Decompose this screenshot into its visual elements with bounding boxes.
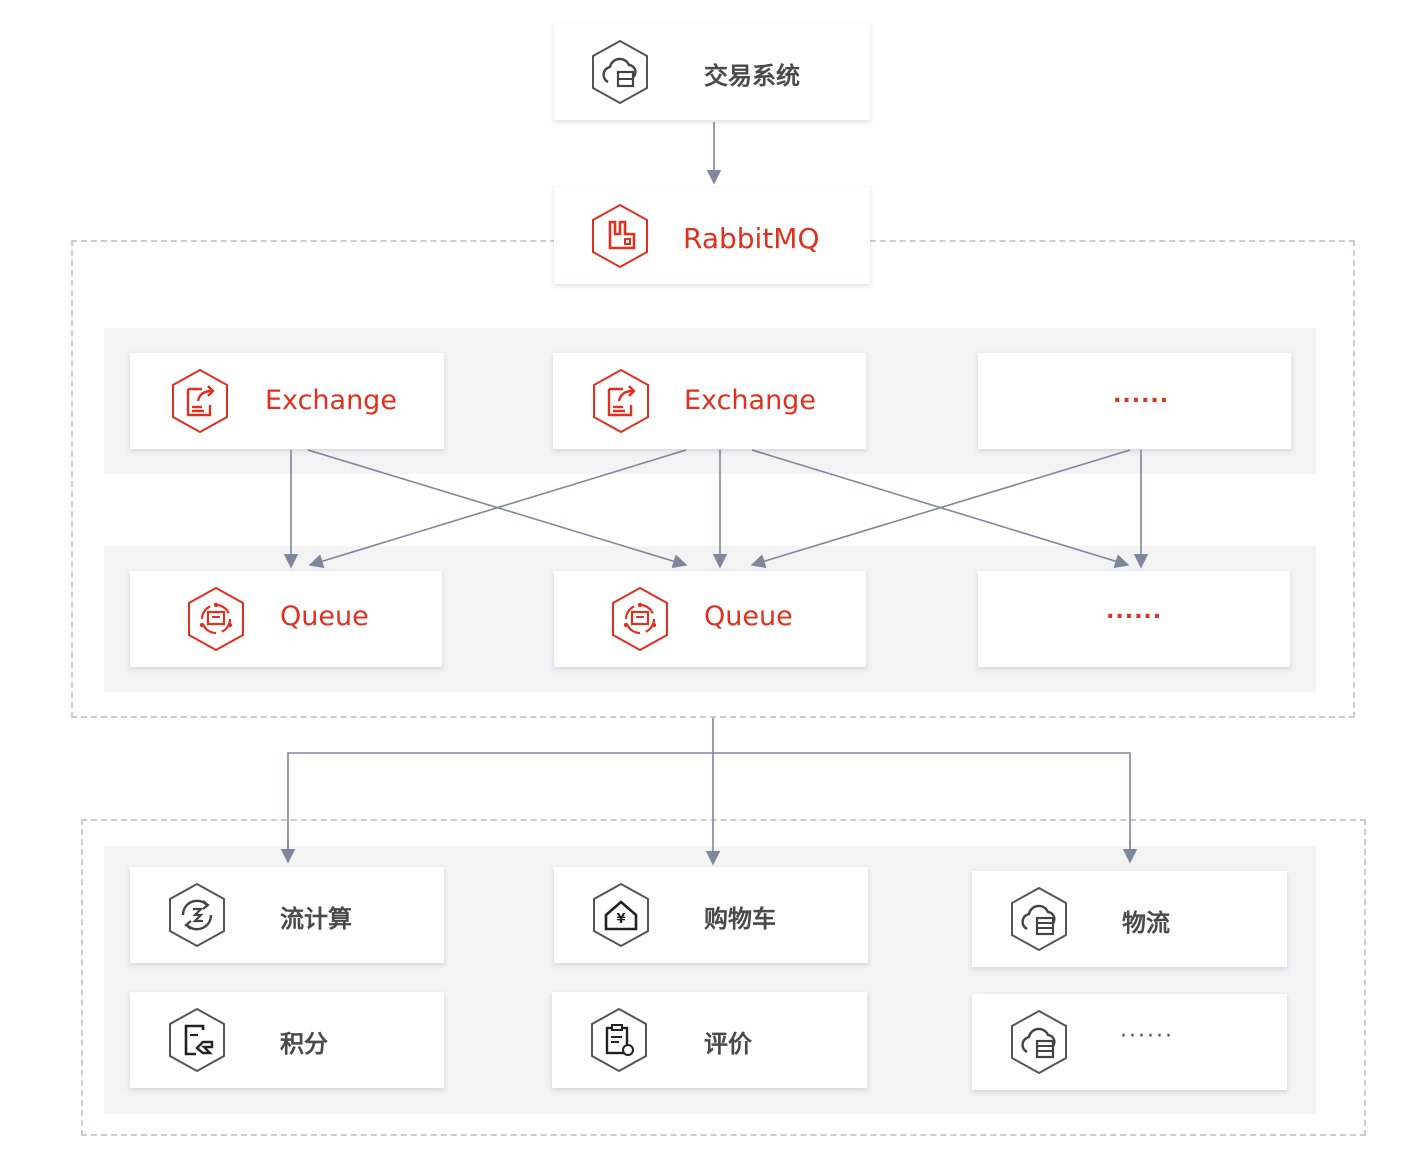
exchange-icon: [172, 368, 228, 434]
consumers-boundary: [81, 819, 1366, 1136]
logistics-label: 物流: [1122, 909, 1170, 937]
queue-label: Queue: [704, 601, 793, 632]
cart-icon: ¥: [593, 882, 649, 948]
stream-compute-label: 流计算: [280, 905, 352, 933]
queue-icon: [612, 586, 668, 652]
stream-compute-icon: [169, 882, 225, 948]
consumer-card-cart[interactable]: ¥ 购物车: [554, 867, 868, 963]
queue-icon: [188, 586, 244, 652]
exchange-card-1[interactable]: Exchange: [130, 353, 444, 449]
points-label: 积分: [280, 1030, 328, 1058]
cloud-server-icon: [1011, 1009, 1067, 1075]
queue-card-1[interactable]: Queue: [130, 571, 442, 667]
more-exchanges-label: ......: [1113, 383, 1170, 408]
more-queues-label: ......: [1106, 599, 1163, 624]
cart-label: 购物车: [704, 905, 776, 933]
trading-system-card[interactable]: 交易系统: [554, 24, 870, 120]
queue-label: Queue: [280, 601, 369, 632]
rabbitmq-icon: [592, 203, 648, 269]
consumer-card-points[interactable]: 积分: [130, 992, 444, 1088]
exchange-label: Exchange: [265, 385, 397, 416]
queue-card-more[interactable]: ......: [978, 571, 1290, 667]
rabbitmq-label: RabbitMQ: [683, 222, 820, 255]
consumer-card-review[interactable]: 评价: [552, 992, 867, 1088]
trading-system-label: 交易系统: [704, 62, 800, 90]
consumer-card-stream-compute[interactable]: 流计算: [130, 867, 444, 963]
exchange-card-2[interactable]: Exchange: [553, 353, 866, 449]
more-consumers-label: ······: [1120, 1024, 1174, 1049]
consumer-card-more[interactable]: ······: [972, 994, 1287, 1090]
points-icon: [169, 1007, 225, 1073]
exchange-label: Exchange: [684, 385, 816, 416]
queue-card-2[interactable]: Queue: [554, 571, 866, 667]
review-label: 评价: [704, 1030, 752, 1058]
exchange-card-more[interactable]: ......: [978, 353, 1291, 449]
review-icon: [591, 1007, 647, 1073]
consumer-card-logistics[interactable]: 物流: [972, 871, 1287, 967]
svg-text:¥: ¥: [616, 912, 625, 927]
rabbitmq-card[interactable]: RabbitMQ: [554, 188, 870, 284]
exchange-icon: [593, 368, 649, 434]
logistics-icon: [1011, 886, 1067, 952]
cloud-server-icon: [592, 39, 648, 105]
